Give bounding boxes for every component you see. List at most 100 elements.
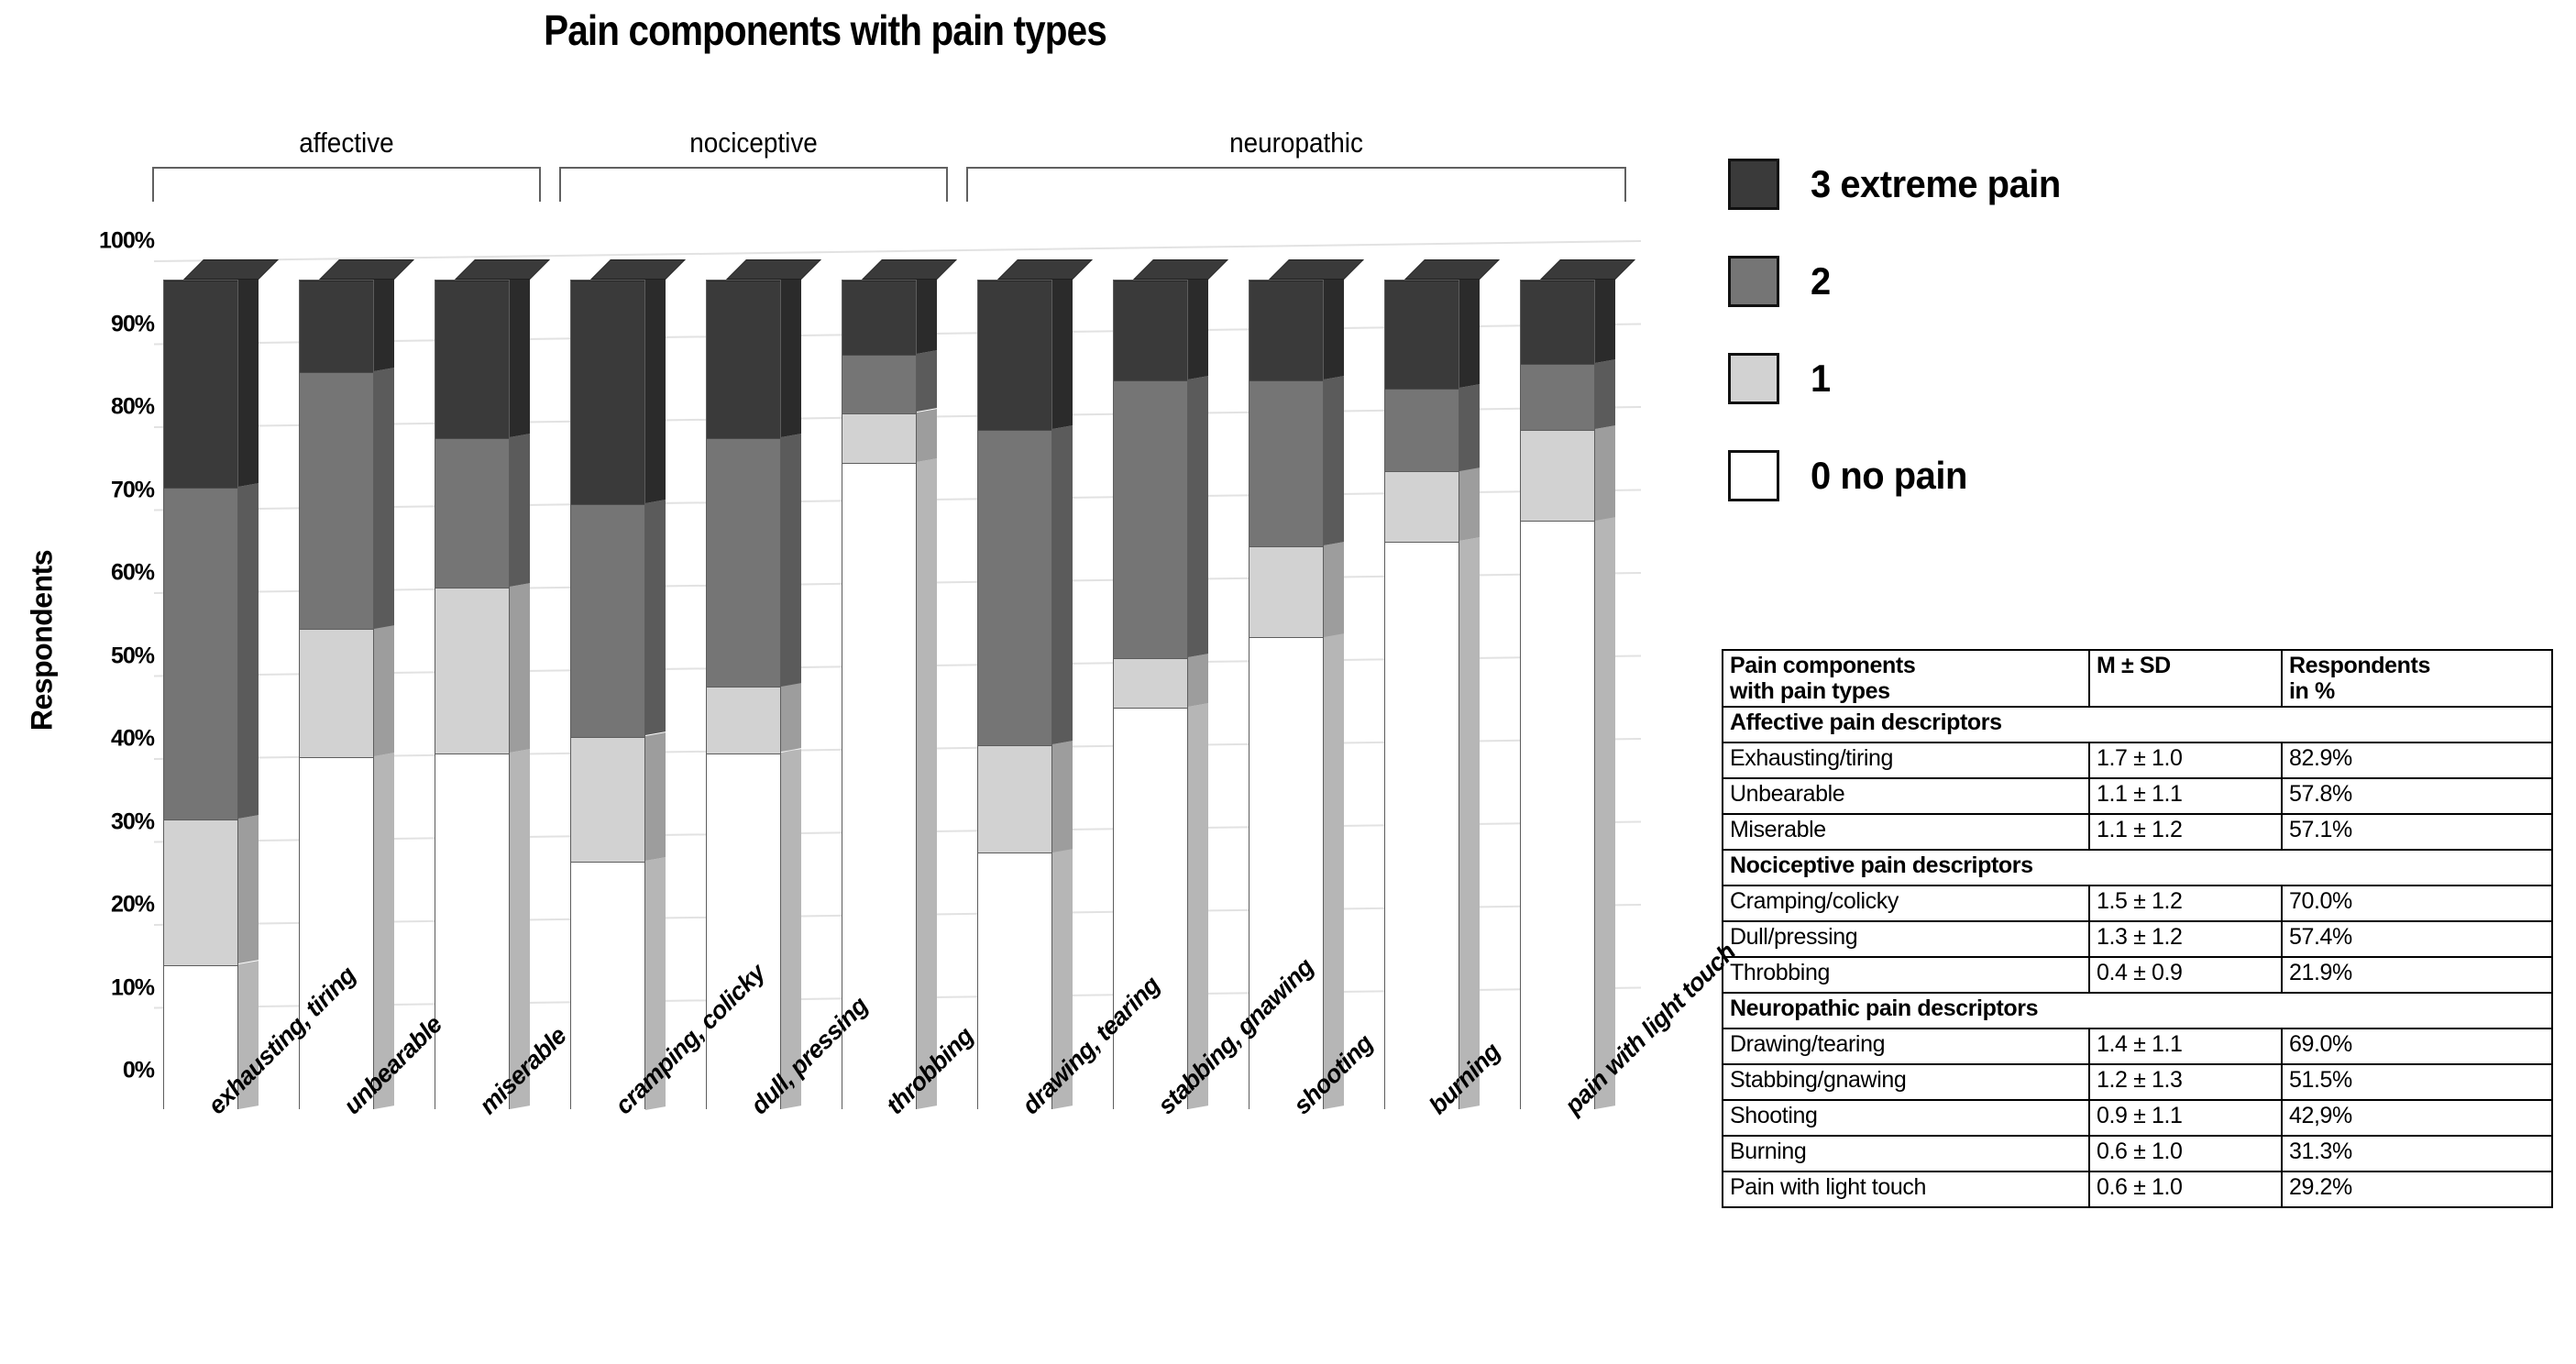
bar-side-segment-3 bbox=[238, 276, 259, 488]
y-axis-tick-label: 40% bbox=[110, 725, 155, 752]
table-cell-pct: 57.8% bbox=[2281, 777, 2553, 815]
table-cell-name: Miserable bbox=[1722, 813, 2090, 851]
table-cell-msd: 1.5 ± 1.2 bbox=[2088, 885, 2283, 922]
table-cell-pct: 21.9% bbox=[2281, 956, 2553, 994]
table-cell-msd: 1.7 ± 1.0 bbox=[2088, 742, 2283, 779]
table-cell-msd: 0.6 ± 1.0 bbox=[2088, 1135, 2283, 1172]
bar-segment-0 bbox=[842, 463, 916, 1110]
table-cell-msd: 1.1 ± 1.2 bbox=[2088, 813, 2283, 851]
bar-side-segment-1 bbox=[645, 732, 666, 861]
bar-top-face bbox=[726, 259, 821, 280]
table-cell-name: Unbearable bbox=[1722, 777, 2090, 815]
bar-column bbox=[1520, 259, 1635, 1110]
bar-side-segment-2 bbox=[510, 434, 530, 587]
table-cell-msd: 1.3 ± 1.2 bbox=[2088, 920, 2283, 958]
group-bracket-line bbox=[559, 167, 948, 202]
bar-front-face bbox=[977, 280, 1052, 1110]
bar-side-segment-0 bbox=[1324, 632, 1344, 1109]
bar-segment-2 bbox=[164, 488, 237, 820]
bar-segment-3 bbox=[707, 280, 780, 438]
table-cell-msd: 0.9 ± 1.1 bbox=[2088, 1099, 2283, 1137]
legend-label: 0 no pain bbox=[1811, 454, 1967, 497]
legend-item[interactable]: 0 no pain bbox=[1728, 427, 2278, 524]
bar-segment-0 bbox=[1521, 521, 1594, 1110]
group-bracket-label: nociceptive bbox=[689, 126, 818, 159]
bar-front-face bbox=[1113, 280, 1188, 1110]
table-group-row: Neuropathic pain descriptors bbox=[1722, 992, 2553, 1029]
bar-segment-0 bbox=[1385, 542, 1459, 1110]
legend-item[interactable]: 1 bbox=[1728, 330, 2278, 427]
bar-side-face bbox=[1188, 259, 1208, 1109]
bar-segment-3 bbox=[300, 280, 373, 372]
bar-segment-2 bbox=[978, 429, 1051, 745]
y-axis-tick-label: 30% bbox=[110, 808, 155, 834]
table-cell-pct: 82.9% bbox=[2281, 742, 2553, 779]
bar-segment-3 bbox=[1249, 280, 1323, 380]
bar-side-segment-2 bbox=[1459, 383, 1480, 471]
bar-front-face bbox=[299, 280, 374, 1110]
group-bracket: neuropathic bbox=[966, 126, 1626, 204]
bar-side-segment-3 bbox=[645, 276, 666, 504]
table-cell-pct: 69.0% bbox=[2281, 1028, 2553, 1065]
bar-top-face bbox=[997, 259, 1093, 280]
bar-side-segment-1 bbox=[1459, 467, 1480, 542]
bar-front-face bbox=[842, 280, 917, 1110]
bar-front-face bbox=[570, 280, 645, 1110]
legend-label: 2 bbox=[1811, 259, 1831, 302]
table-cell-pct: 51.5% bbox=[2281, 1063, 2553, 1101]
bar-segment-1 bbox=[1521, 429, 1594, 522]
bar-side-face bbox=[645, 259, 666, 1109]
legend-swatch bbox=[1728, 159, 1779, 210]
bar-segment-0 bbox=[571, 861, 644, 1110]
table-cell-msd: 1.2 ± 1.3 bbox=[2088, 1063, 2283, 1101]
bar-top-face bbox=[183, 259, 279, 280]
legend-item[interactable]: 3 extreme pain bbox=[1728, 136, 2278, 233]
bar-segment-3 bbox=[978, 280, 1051, 430]
bar-segment-3 bbox=[1521, 280, 1594, 364]
bar-column bbox=[977, 259, 1093, 1110]
bar-segment-1 bbox=[978, 744, 1051, 853]
bar-side-segment-3 bbox=[1595, 276, 1615, 363]
table-cell-name: Stabbing/gnawing bbox=[1722, 1063, 2090, 1101]
table-cell-pct: 57.1% bbox=[2281, 813, 2553, 851]
bar-segment-1 bbox=[842, 412, 916, 464]
bar-side-segment-2 bbox=[1052, 425, 1073, 744]
bar-side-segment-1 bbox=[238, 815, 259, 964]
bar-segment-0 bbox=[164, 964, 237, 1110]
group-bracket-label: affective bbox=[299, 126, 394, 159]
bar-segment-0 bbox=[1249, 637, 1323, 1110]
bar-side-face bbox=[1595, 259, 1615, 1109]
bar-side-segment-1 bbox=[1324, 541, 1344, 637]
bar-column bbox=[570, 259, 686, 1110]
y-axis-tick-label: 100% bbox=[99, 227, 155, 254]
bar-segment-2 bbox=[300, 371, 373, 630]
table-cell-pct: 42,9% bbox=[2281, 1099, 2553, 1137]
bar-side-face bbox=[781, 259, 801, 1109]
bar-side-segment-1 bbox=[1052, 740, 1073, 852]
bar-side-segment-3 bbox=[1324, 276, 1344, 380]
y-axis-tick-label: 10% bbox=[110, 974, 155, 1000]
bar-segment-1 bbox=[1385, 471, 1459, 543]
table-cell-name: Burning bbox=[1722, 1135, 2090, 1172]
y-axis-tick-label: 70% bbox=[110, 477, 155, 502]
bar-side-face bbox=[238, 259, 259, 1109]
bar-segment-0 bbox=[435, 753, 509, 1110]
table-cell-pct: 70.0% bbox=[2281, 885, 2553, 922]
bar-segment-3 bbox=[1114, 280, 1187, 380]
table-cell-msd: 0.6 ± 1.0 bbox=[2088, 1171, 2283, 1208]
table-cell-name: Drawing/tearing bbox=[1722, 1028, 2090, 1065]
legend-label: 1 bbox=[1811, 357, 1831, 400]
bar-side-segment-3 bbox=[781, 276, 801, 437]
bar-segment-2 bbox=[842, 355, 916, 413]
bar-segment-1 bbox=[707, 687, 780, 754]
legend-item[interactable]: 2 bbox=[1728, 233, 2278, 330]
bar-side-face bbox=[1052, 259, 1073, 1109]
table-cell-name: Cramping/colicky bbox=[1722, 885, 2090, 922]
bar-top-face bbox=[862, 259, 957, 280]
bar-side-segment-2 bbox=[1324, 375, 1344, 545]
